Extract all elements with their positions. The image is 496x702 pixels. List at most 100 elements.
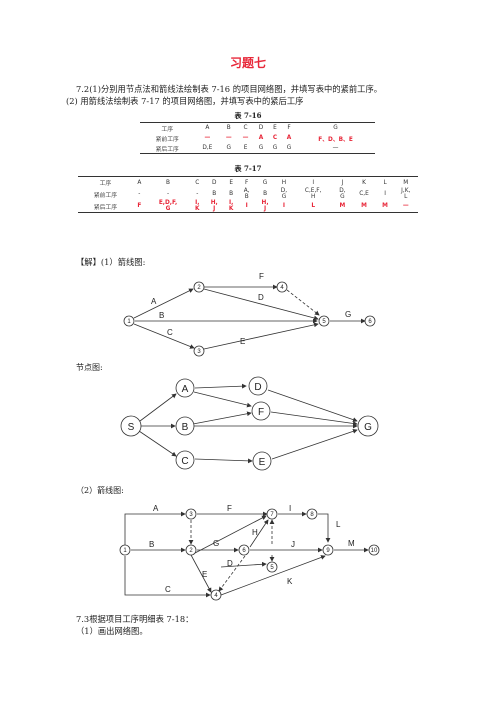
t16-pred-c: —: [242, 135, 249, 141]
svg-text:H: H: [252, 528, 258, 537]
t16-succ-f: G: [286, 145, 292, 151]
arrow-diagram-1: 1 2 4 5 3 6 A B C D E F G: [123, 272, 376, 357]
t17-cell: M: [361, 203, 367, 209]
edge-a: [133, 288, 194, 319]
svg-text:F: F: [227, 504, 232, 513]
t17-row-label: 紧前工序: [93, 192, 118, 199]
t17-cell: C: [195, 179, 200, 186]
svg-text:6: 6: [242, 548, 246, 554]
t17-cell: K: [362, 179, 366, 186]
t16-header-label: 工序: [161, 126, 174, 133]
t17-cell: M: [403, 179, 409, 186]
edge-label: A: [151, 297, 157, 306]
edge-label: C: [167, 328, 173, 337]
edge-d: [203, 288, 319, 321]
t16-succ-d: G: [258, 145, 264, 151]
t16-pred-d: A: [258, 135, 264, 141]
question-7-3-line: 7.3根据项目工序明细表 7-18：: [76, 614, 194, 624]
question-7-2-line2: (2) 用箭线法绘制表 7-17 的项目网络图，并填写表中的紧后工序: [66, 96, 304, 106]
t16-pred-label: 紧前工序: [155, 136, 179, 143]
t17-cell: I: [245, 203, 248, 209]
edge-label: D: [258, 293, 264, 302]
t17-cell: F: [137, 203, 142, 209]
t17-cell: C,E,F, H: [304, 188, 322, 200]
t17-cell: F: [245, 179, 249, 186]
edge-label: B: [159, 311, 164, 320]
edge-label: E: [240, 337, 245, 346]
t17-cell: D, G: [339, 188, 346, 200]
t17-cell: -: [138, 191, 141, 197]
t17-cell: -: [166, 191, 170, 197]
t17-cell: E,D,F, G: [158, 200, 178, 212]
t17-cell: L: [383, 179, 387, 186]
t17-cell: H, J: [210, 200, 218, 212]
table-7-17-caption: 表 7-17: [234, 164, 262, 173]
t17-cell: I: [384, 191, 386, 197]
t16-col-e: E: [273, 125, 277, 131]
svg-text:L: L: [336, 520, 341, 529]
t17-cell: B: [212, 191, 217, 197]
t17-cell: A, B: [243, 188, 250, 200]
t17-row-label: 工序: [99, 181, 112, 187]
node-c: C: [181, 456, 188, 467]
node-b: B: [182, 422, 189, 433]
arrow-diagram-2: 1 3 2 4 5 6 7 8 9 10 A F I L B G H D J M…: [119, 504, 380, 601]
question-7-3-sub: （1）画出网络图。: [76, 626, 148, 636]
edge-c: [133, 323, 195, 349]
svg-text:5: 5: [270, 565, 274, 571]
t17-cell: I, K: [228, 200, 234, 212]
node-label: 2: [197, 285, 201, 291]
solution-intro: 【解】(1）箭线图:: [76, 257, 146, 267]
t17-cell: M: [382, 203, 388, 209]
t17-cell: D, G: [280, 188, 288, 200]
node-g: G: [364, 422, 372, 433]
table-7-16-caption: 表 7-16: [234, 111, 262, 120]
t17-cell: H, J: [261, 200, 269, 212]
t17-cell: I: [312, 179, 315, 186]
page-title: 习题七: [229, 56, 266, 70]
t16-col-d: D: [258, 125, 264, 131]
t16-pred-b: —: [225, 135, 232, 141]
edge-dummy: [286, 289, 320, 316]
t17-cell: E: [229, 179, 233, 186]
svg-text:E: E: [202, 570, 207, 579]
svg-text:M: M: [348, 539, 355, 548]
node-a: A: [182, 384, 189, 395]
t17-cell: B: [263, 191, 268, 197]
svg-text:1: 1: [123, 548, 127, 554]
t17-cell: L: [311, 203, 316, 209]
t17-cell: A: [137, 179, 142, 186]
svg-text:I: I: [289, 504, 291, 513]
edge-label: F: [259, 272, 264, 281]
node-label: 4: [280, 285, 284, 291]
t17-cell: D: [211, 179, 217, 186]
t16-col-g: G: [333, 125, 338, 131]
t16-pred-a: —: [204, 135, 211, 141]
svg-text:B: B: [149, 540, 154, 549]
t16-pred-e: C: [272, 135, 278, 141]
t17-cell: I: [282, 203, 286, 209]
t16-succ-e: G: [272, 145, 278, 151]
node-label: 6: [368, 319, 372, 325]
t16-succ-b: G: [226, 145, 231, 151]
t16-succ-g: —: [332, 145, 339, 151]
svg-text:3: 3: [189, 512, 193, 518]
t17-cell: B: [229, 191, 234, 197]
svg-text:J: J: [291, 540, 295, 549]
t16-succ-a: D,E: [202, 145, 213, 151]
svg-text:10: 10: [371, 548, 378, 554]
node-s: S: [128, 422, 135, 433]
t16-pred-g: F、D、B、E: [318, 136, 353, 143]
t17-cell: B: [166, 179, 171, 186]
t16-col-f: F: [287, 125, 291, 131]
t17-cell: C,E: [359, 191, 369, 197]
t16-col-c: C: [243, 125, 248, 131]
node-diagram: S A B C D F E G: [120, 376, 379, 471]
t17-cell: M: [339, 203, 346, 209]
svg-text:A: A: [153, 504, 159, 513]
svg-text:9: 9: [326, 548, 330, 554]
t17-cell: —: [402, 203, 409, 209]
svg-text:K: K: [287, 577, 293, 586]
t17-cell: H: [281, 179, 287, 186]
